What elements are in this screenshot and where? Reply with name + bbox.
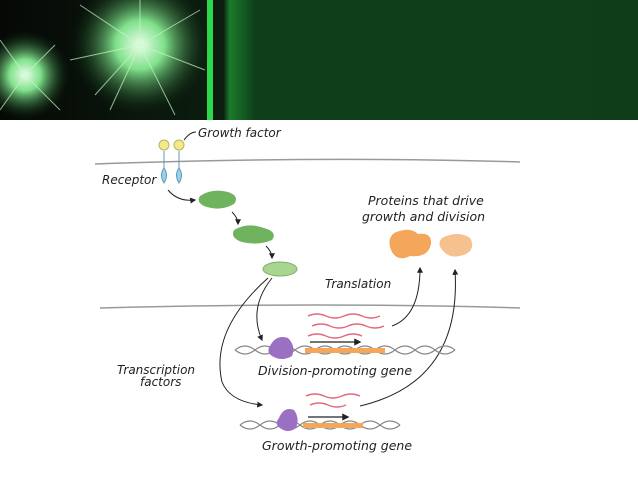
signal-protein-3 bbox=[262, 261, 298, 277]
banner-graphic bbox=[0, 0, 638, 120]
arrow-translation-1 bbox=[391, 266, 423, 327]
signal-protein-2 bbox=[233, 225, 274, 244]
receptor-icon bbox=[161, 151, 182, 184]
virus-spikes bbox=[0, 0, 206, 116]
mrna-growth bbox=[305, 393, 361, 408]
division-gene-segment bbox=[305, 348, 385, 353]
arrow-protein1-to-protein2 bbox=[231, 211, 241, 226]
mrna-division bbox=[307, 313, 385, 339]
arrow-translation-2 bbox=[359, 268, 459, 407]
header-banner bbox=[0, 0, 638, 120]
transcription-factor-2 bbox=[276, 409, 298, 431]
label-proteins-line2: growth and division bbox=[362, 209, 485, 224]
label-receptor: Receptor bbox=[102, 173, 157, 187]
growth-protein-peach bbox=[439, 234, 473, 257]
label-growth-factor: Growth factor bbox=[198, 126, 282, 140]
arrow-to-growth-gene bbox=[219, 277, 269, 408]
growth-factor-pointer bbox=[183, 131, 197, 141]
banner-glow-line bbox=[207, 0, 213, 120]
arrow-receptor-to-protein1 bbox=[167, 189, 197, 204]
signaling-diagram: Growth factor Receptor Proteins that dri… bbox=[0, 120, 638, 478]
arrow-to-division-gene bbox=[256, 277, 273, 342]
virus-glow-small bbox=[0, 30, 70, 120]
transcription-factor-1 bbox=[268, 337, 294, 359]
growth-factor-molecules bbox=[158, 139, 185, 151]
growth-gene-segment bbox=[303, 423, 363, 428]
label-translation: Translation bbox=[325, 277, 391, 291]
label-growth-gene: Growth-promoting gene bbox=[262, 438, 412, 453]
label-division-gene: Division-promoting gene bbox=[258, 363, 412, 378]
label-transcription-line2: factors bbox=[140, 375, 181, 389]
label-transcription-line1: Transcription bbox=[117, 363, 195, 377]
label-proteins-line1: Proteins that drive bbox=[368, 193, 484, 208]
signal-protein-1 bbox=[198, 190, 236, 209]
nuclear-membrane bbox=[99, 304, 521, 309]
cell-membrane bbox=[94, 158, 521, 165]
growth-protein-orange bbox=[389, 229, 432, 259]
arrow-protein2-to-protein3 bbox=[265, 245, 275, 260]
diagram-canvas: Growth factor Receptor Proteins that dri… bbox=[94, 126, 521, 453]
virus-glow-large bbox=[70, 0, 210, 115]
